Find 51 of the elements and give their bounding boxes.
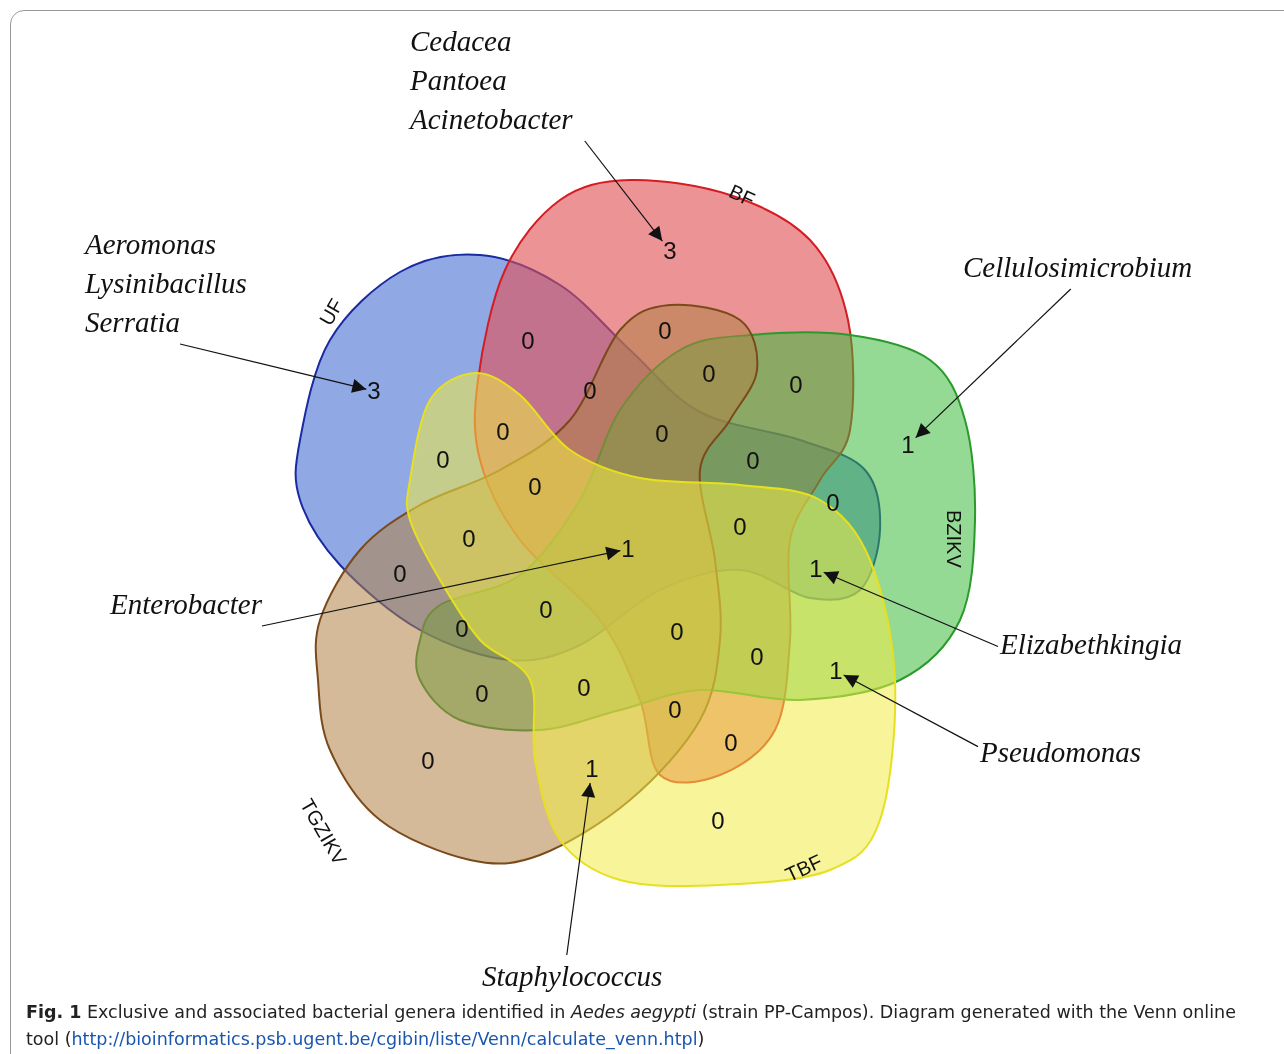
- region-count: 0: [670, 619, 684, 645]
- region-count: 0: [393, 561, 407, 587]
- genus-name: Pseudomonas: [980, 733, 1142, 772]
- region-count: 0: [655, 421, 669, 447]
- region-count: 1: [621, 536, 635, 562]
- genus-list: Aeromonas Lysinibacillus Serratia: [85, 225, 275, 342]
- region-count: 0: [750, 644, 764, 670]
- region-count: 1: [829, 658, 843, 684]
- region-count: 0: [521, 328, 535, 354]
- genus-list: Cedacea Pantoea Acinetobacter: [410, 22, 600, 139]
- leader-arrow: [566, 782, 596, 956]
- region-count: 0: [577, 675, 591, 701]
- url-link: http://bioinformatics.psb.ugent.be/cgibin/liste/Venn/calculate_venn.htpl: [71, 1029, 698, 1049]
- region-count: 0: [475, 681, 489, 707]
- region-count: 0: [789, 372, 803, 398]
- set-label: UF: [315, 294, 348, 329]
- region-count: 3: [663, 238, 677, 264]
- leader-arrow: [261, 546, 621, 627]
- leader-arrow: [584, 140, 663, 242]
- leader-arrow: [823, 571, 999, 648]
- region-count: 0: [711, 808, 725, 834]
- figure-caption: Fig. 1 Exclusive and associated bacterial genera identified in Aedes aegypti (strain PP-Campos). Diagram generated with the Venn online tool (http://bioinformatics.psb.ugent.be/cgibin/liste/Venn/calculate_venn.htpl): [26, 1001, 1237, 1052]
- leader-arrow: [843, 674, 979, 748]
- set-label: BZIKV: [943, 510, 965, 568]
- set-label: BF: [725, 180, 759, 211]
- genus-name: Enterobacter: [110, 585, 262, 624]
- genus-name: Elizabethkingia: [1000, 625, 1183, 664]
- region-count: 0: [658, 318, 672, 344]
- leader-arrow: [179, 343, 367, 393]
- genus-name: Cellulosimicrobium: [963, 248, 1193, 287]
- region-count: 0: [583, 378, 597, 404]
- genus-name: Staphylococcus: [482, 957, 663, 996]
- region-count: 0: [436, 447, 450, 473]
- region-count: 0: [668, 697, 682, 723]
- region-count: 0: [746, 448, 760, 474]
- region-count: 1: [901, 432, 915, 458]
- region-count: 0: [724, 730, 738, 756]
- region-count: 0: [455, 616, 469, 642]
- region-count: 3: [367, 378, 381, 404]
- region-count: 0: [421, 748, 435, 774]
- leader-arrow: [915, 288, 1072, 439]
- region-count: 0: [539, 597, 553, 623]
- region-count: 0: [528, 474, 542, 500]
- region-count: 1: [809, 556, 823, 582]
- region-count: 0: [462, 526, 476, 552]
- region-count: 0: [733, 514, 747, 540]
- region-count: 1: [585, 756, 599, 782]
- region-count: 0: [826, 490, 840, 516]
- region-count: 0: [496, 419, 510, 445]
- region-count: 0: [702, 361, 716, 387]
- set-label: TBF: [782, 850, 826, 886]
